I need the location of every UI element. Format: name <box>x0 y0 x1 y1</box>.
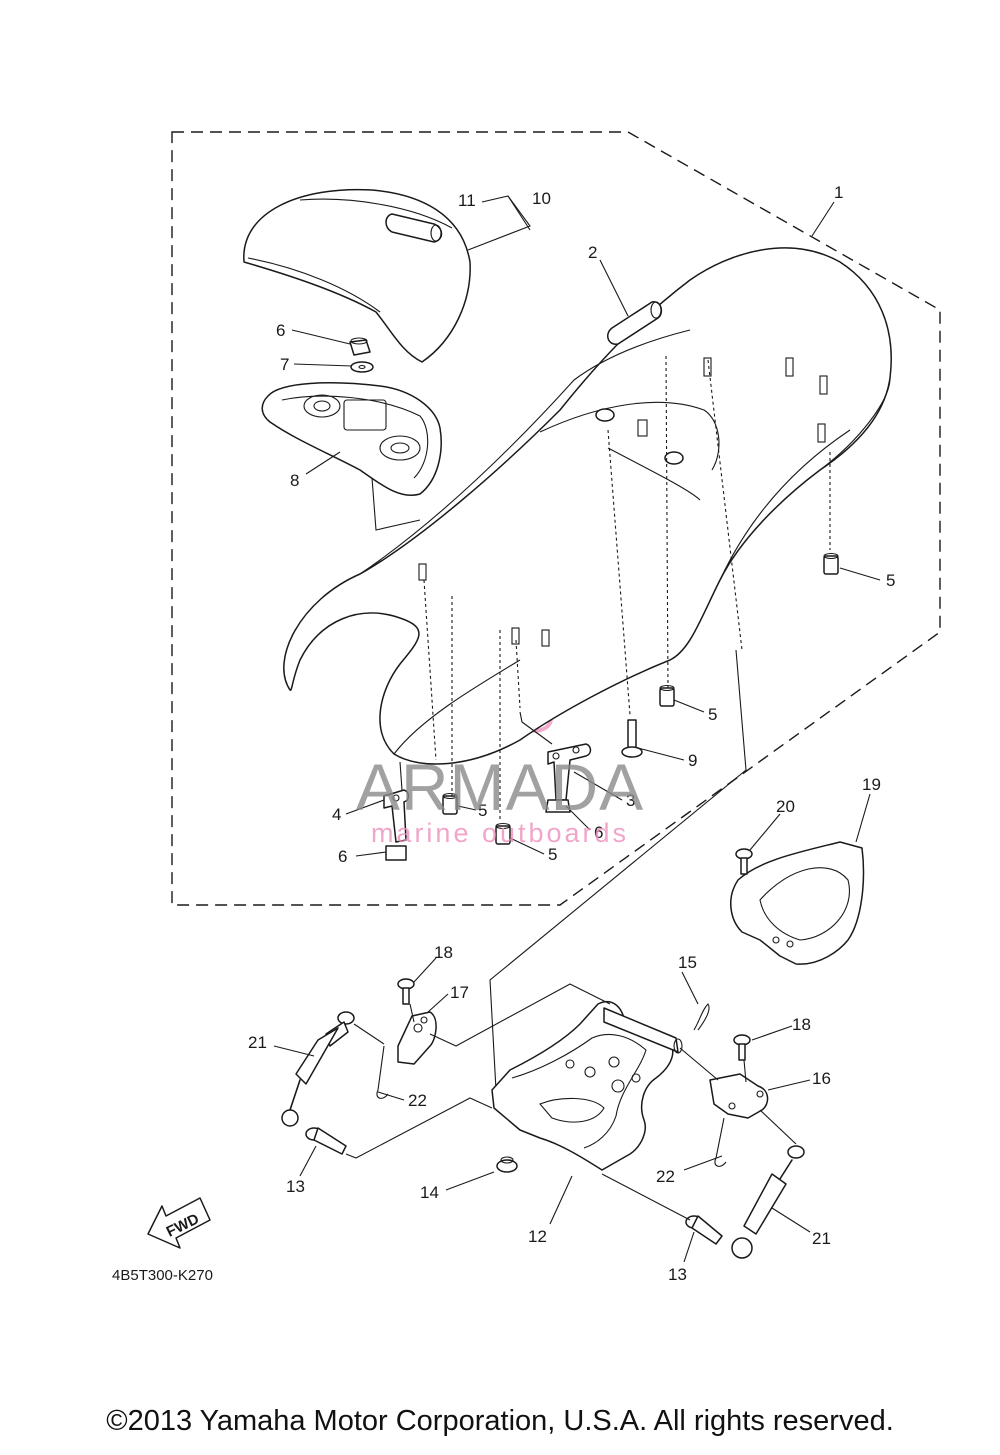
screw-20 <box>735 848 753 875</box>
callout-16: 16 <box>812 1069 831 1088</box>
hinge-bracket-17 <box>397 1011 437 1065</box>
callout-4: 4 <box>332 805 341 824</box>
bolt-13-left <box>305 1127 347 1155</box>
gas-strut-21-right <box>731 1145 805 1259</box>
main-seat-strap <box>607 301 663 345</box>
alignment-lines <box>423 355 831 820</box>
callout-11: 11 <box>458 191 476 210</box>
callout-12: 12 <box>528 1227 547 1246</box>
watermark-brand: ARMADA <box>356 750 644 824</box>
nut-6-left <box>385 845 407 861</box>
nut-5-bottom <box>495 822 511 845</box>
screw-18-left <box>397 978 415 1005</box>
nut-6-right <box>545 799 571 813</box>
callout-7: 7 <box>280 355 289 374</box>
washer-7 <box>350 361 374 373</box>
callout-leaders <box>273 195 881 1263</box>
callout-6-left: 6 <box>338 847 347 866</box>
main-seat <box>283 247 892 765</box>
callout-22-left: 22 <box>408 1091 427 1110</box>
grommet-14 <box>496 1156 518 1173</box>
callout-15: 15 <box>678 953 697 972</box>
connector-seat-frame <box>489 649 747 1091</box>
clip-22-right <box>714 1117 727 1167</box>
callout-20: 20 <box>776 797 795 816</box>
callout-1: 1 <box>834 183 843 202</box>
callout-21-right: 21 <box>812 1229 831 1248</box>
diagram-reference: 4B5T300-K270 <box>112 1267 213 1284</box>
bolt-13-right <box>685 1215 723 1245</box>
callout-5-left: 5 <box>478 801 487 820</box>
callout-9: 9 <box>688 751 697 770</box>
hinge-bracket-16 <box>709 1073 769 1119</box>
fwd-arrow-icon: FWD <box>147 1197 211 1249</box>
screw-18-right <box>733 1034 751 1061</box>
callout-18-right: 18 <box>792 1015 811 1034</box>
callout-21-left: 21 <box>248 1033 267 1052</box>
callout-19: 19 <box>862 775 881 794</box>
callout-5-right: 5 <box>886 571 895 590</box>
callout-5-bottom: 5 <box>548 845 557 864</box>
callout-8: 8 <box>290 471 299 490</box>
bracket-plate-19 <box>730 841 865 965</box>
assembly-lines <box>345 983 797 1221</box>
callout-10: 10 <box>532 189 551 208</box>
hook-bracket-3 <box>519 711 592 801</box>
copyright-notice: ©2013 Yamaha Motor Corporation, U.S.A. A… <box>106 1405 894 1437</box>
callout-22-right: 22 <box>656 1167 675 1186</box>
callout-3: 3 <box>626 791 635 810</box>
frame-12 <box>491 1000 683 1171</box>
nut-6-top <box>349 337 371 356</box>
callout-6-right: 6 <box>594 823 603 842</box>
clip-22-left <box>376 1045 389 1099</box>
seat-bosses <box>418 357 828 647</box>
callout-14: 14 <box>420 1183 439 1202</box>
callout-13-left: 13 <box>286 1177 305 1196</box>
leader-8-seat <box>371 477 421 531</box>
clip-15 <box>693 1003 710 1031</box>
callout-5-mid: 5 <box>708 705 717 724</box>
hook-bracket-4 <box>383 761 410 843</box>
pillion-strap <box>385 213 443 243</box>
gas-strut-21-left <box>281 1011 355 1127</box>
callout-18-left: 18 <box>434 943 453 962</box>
callout-17: 17 <box>450 983 469 1002</box>
callout-numbers: 1 2 3 4 5 5 5 5 6 6 6 7 8 9 10 11 12 13 … <box>248 183 895 1284</box>
callout-13-right: 13 <box>668 1265 687 1284</box>
callout-6-top: 6 <box>276 321 285 340</box>
nut-5-mid <box>659 684 675 707</box>
callout-2: 2 <box>588 243 597 262</box>
nut-5-left <box>442 792 458 815</box>
nut-5-right <box>823 552 839 575</box>
assembly-boundary <box>171 131 941 906</box>
watermark-tagline: marine outboards <box>371 818 629 848</box>
bolt-9 <box>621 719 643 758</box>
pillion-base-plate <box>261 382 442 496</box>
